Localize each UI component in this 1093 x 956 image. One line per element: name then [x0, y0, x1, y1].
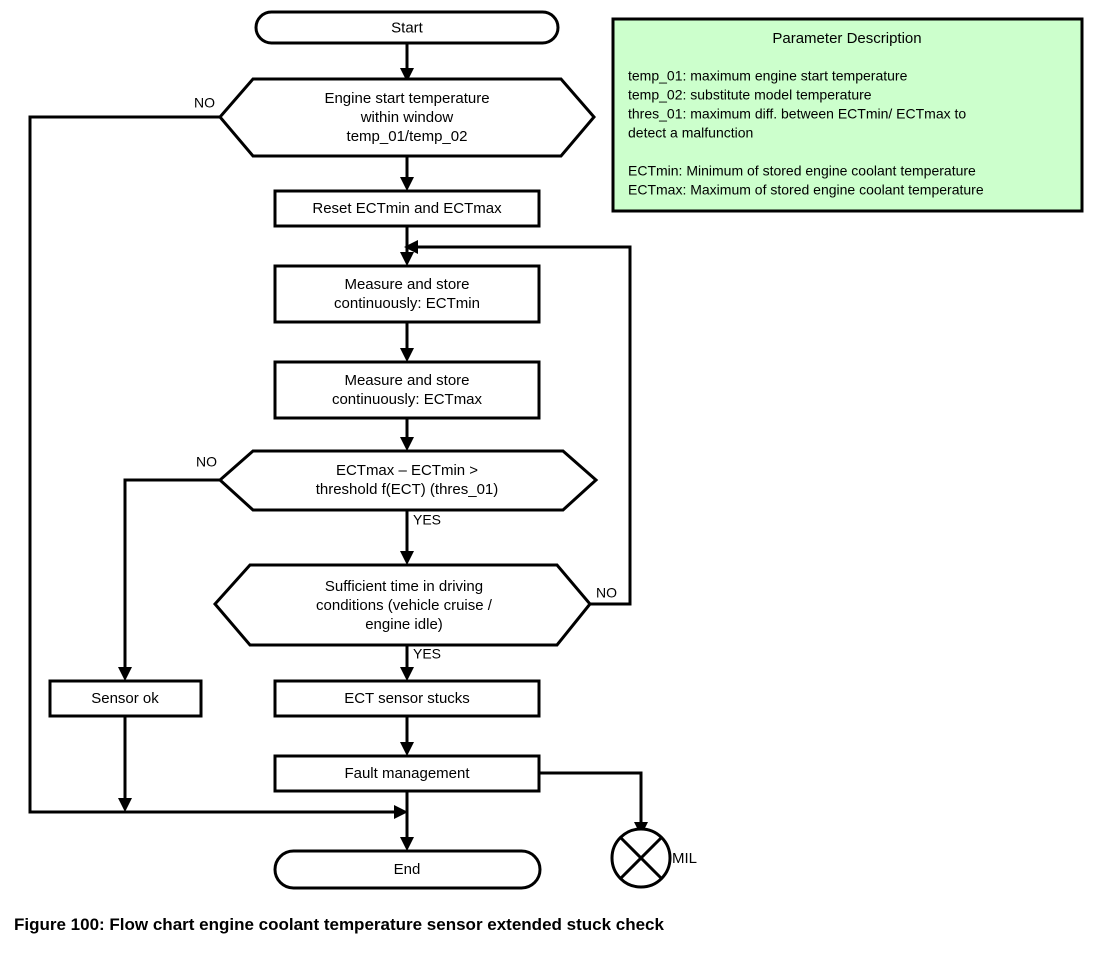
node-sensor-stucks[interactable]: ECT sensor stucks	[273, 679, 541, 718]
parameter-box-line-2: thres_01: maximum diff. between ECTmin/ …	[628, 106, 966, 122]
connector-time-to-stucks	[400, 645, 414, 681]
node-mil-label: MIL	[672, 850, 697, 867]
connector-threshold-no-to-sensorok	[118, 478, 220, 681]
node-end-label: End	[394, 861, 421, 878]
figure-caption: Figure 100: Flow chart engine coolant te…	[14, 915, 664, 934]
node-fault-management-label: Fault management	[344, 765, 470, 782]
node-decision-window-line3: temp_01/temp_02	[347, 128, 468, 145]
parameter-box-background	[611, 17, 1084, 213]
node-decision-threshold[interactable]: ECTmax – ECTmin > threshold f(ECT) (thre…	[217, 449, 599, 512]
connector-fault-to-end	[400, 791, 414, 851]
node-measure-max-line2: continuously: ECTmax	[332, 391, 483, 408]
parameter-box-line-3: detect a malfunction	[628, 125, 753, 141]
node-decision-window-line1: Engine start temperature	[324, 90, 489, 107]
node-decision-time-line2: conditions (vehicle cruise /	[316, 597, 493, 614]
node-sensor-ok[interactable]: Sensor ok	[48, 679, 203, 718]
connector-start-to-window	[400, 42, 414, 82]
node-measure-min-line2: continuously: ECTmin	[334, 295, 480, 312]
connector-loopback-head	[404, 240, 418, 254]
parameter-box-line-6: ECTmax: Maximum of stored engine coolant…	[628, 182, 984, 198]
node-mil-lamp[interactable]: MIL	[610, 827, 697, 889]
node-start[interactable]: Start	[254, 10, 560, 45]
node-measure-min-line1: Measure and store	[344, 276, 469, 293]
node-fault-management[interactable]: Fault management	[273, 754, 541, 793]
node-decision-time[interactable]: Sufficient time in driving conditions (v…	[213, 563, 592, 647]
mil-x-stroke-2	[619, 836, 663, 880]
branch-label-threshold-yes: YES	[413, 512, 441, 528]
connector-threshold-to-time	[400, 510, 414, 565]
branch-label-threshold-no: NO	[196, 454, 217, 470]
connector-reset-to-measuremin	[400, 226, 414, 266]
node-decision-threshold-line1: ECTmax – ECTmin >	[336, 462, 478, 479]
node-decision-window[interactable]: Engine start temperature within window t…	[218, 77, 596, 158]
branch-label-time-yes: YES	[413, 646, 441, 662]
connector-stucks-to-fault	[400, 716, 414, 756]
connector-measuremin-to-measuremax	[400, 322, 414, 362]
branch-label-time-no: NO	[596, 585, 617, 601]
node-decision-time-line3: engine idle)	[365, 616, 443, 633]
connector-time-no-loopback	[412, 245, 632, 606]
parameter-description-box: Parameter Description temp_01: maximum e…	[611, 17, 1084, 213]
node-measure-max-line1: Measure and store	[344, 372, 469, 389]
node-reset[interactable]: Reset ECTmin and ECTmax	[273, 189, 541, 228]
node-start-label: Start	[391, 19, 424, 36]
node-decision-threshold-line2: threshold f(ECT) (thres_01)	[316, 481, 499, 498]
node-reset-label: Reset ECTmin and ECTmax	[312, 200, 502, 217]
node-sensor-ok-label: Sensor ok	[91, 690, 159, 707]
parameter-box-line-5: ECTmin: Minimum of stored engine coolant…	[628, 163, 976, 179]
branch-label-window-no: NO	[194, 95, 215, 111]
connector-sensorok-to-merge	[118, 716, 132, 812]
connector-measuremax-to-threshold	[400, 418, 414, 451]
node-sensor-stucks-label: ECT sensor stucks	[344, 690, 470, 707]
connector-window-no-to-end-rail	[28, 115, 408, 819]
node-measure-min[interactable]: Measure and store continuously: ECTmin	[273, 264, 541, 324]
node-measure-max[interactable]: Measure and store continuously: ECTmax	[273, 360, 541, 420]
node-end[interactable]: End	[273, 849, 542, 890]
node-decision-window-line2: within window	[360, 109, 454, 126]
parameter-box-line-0: temp_01: maximum engine start temperatur…	[628, 68, 908, 84]
connector-window-to-reset	[400, 156, 414, 191]
node-decision-time-line1: Sufficient time in driving	[325, 578, 483, 595]
parameter-box-title: Parameter Description	[772, 30, 921, 47]
connector-fault-to-mil	[539, 771, 648, 836]
parameter-box-line-1: temp_02: substitute model temperature	[628, 87, 872, 103]
